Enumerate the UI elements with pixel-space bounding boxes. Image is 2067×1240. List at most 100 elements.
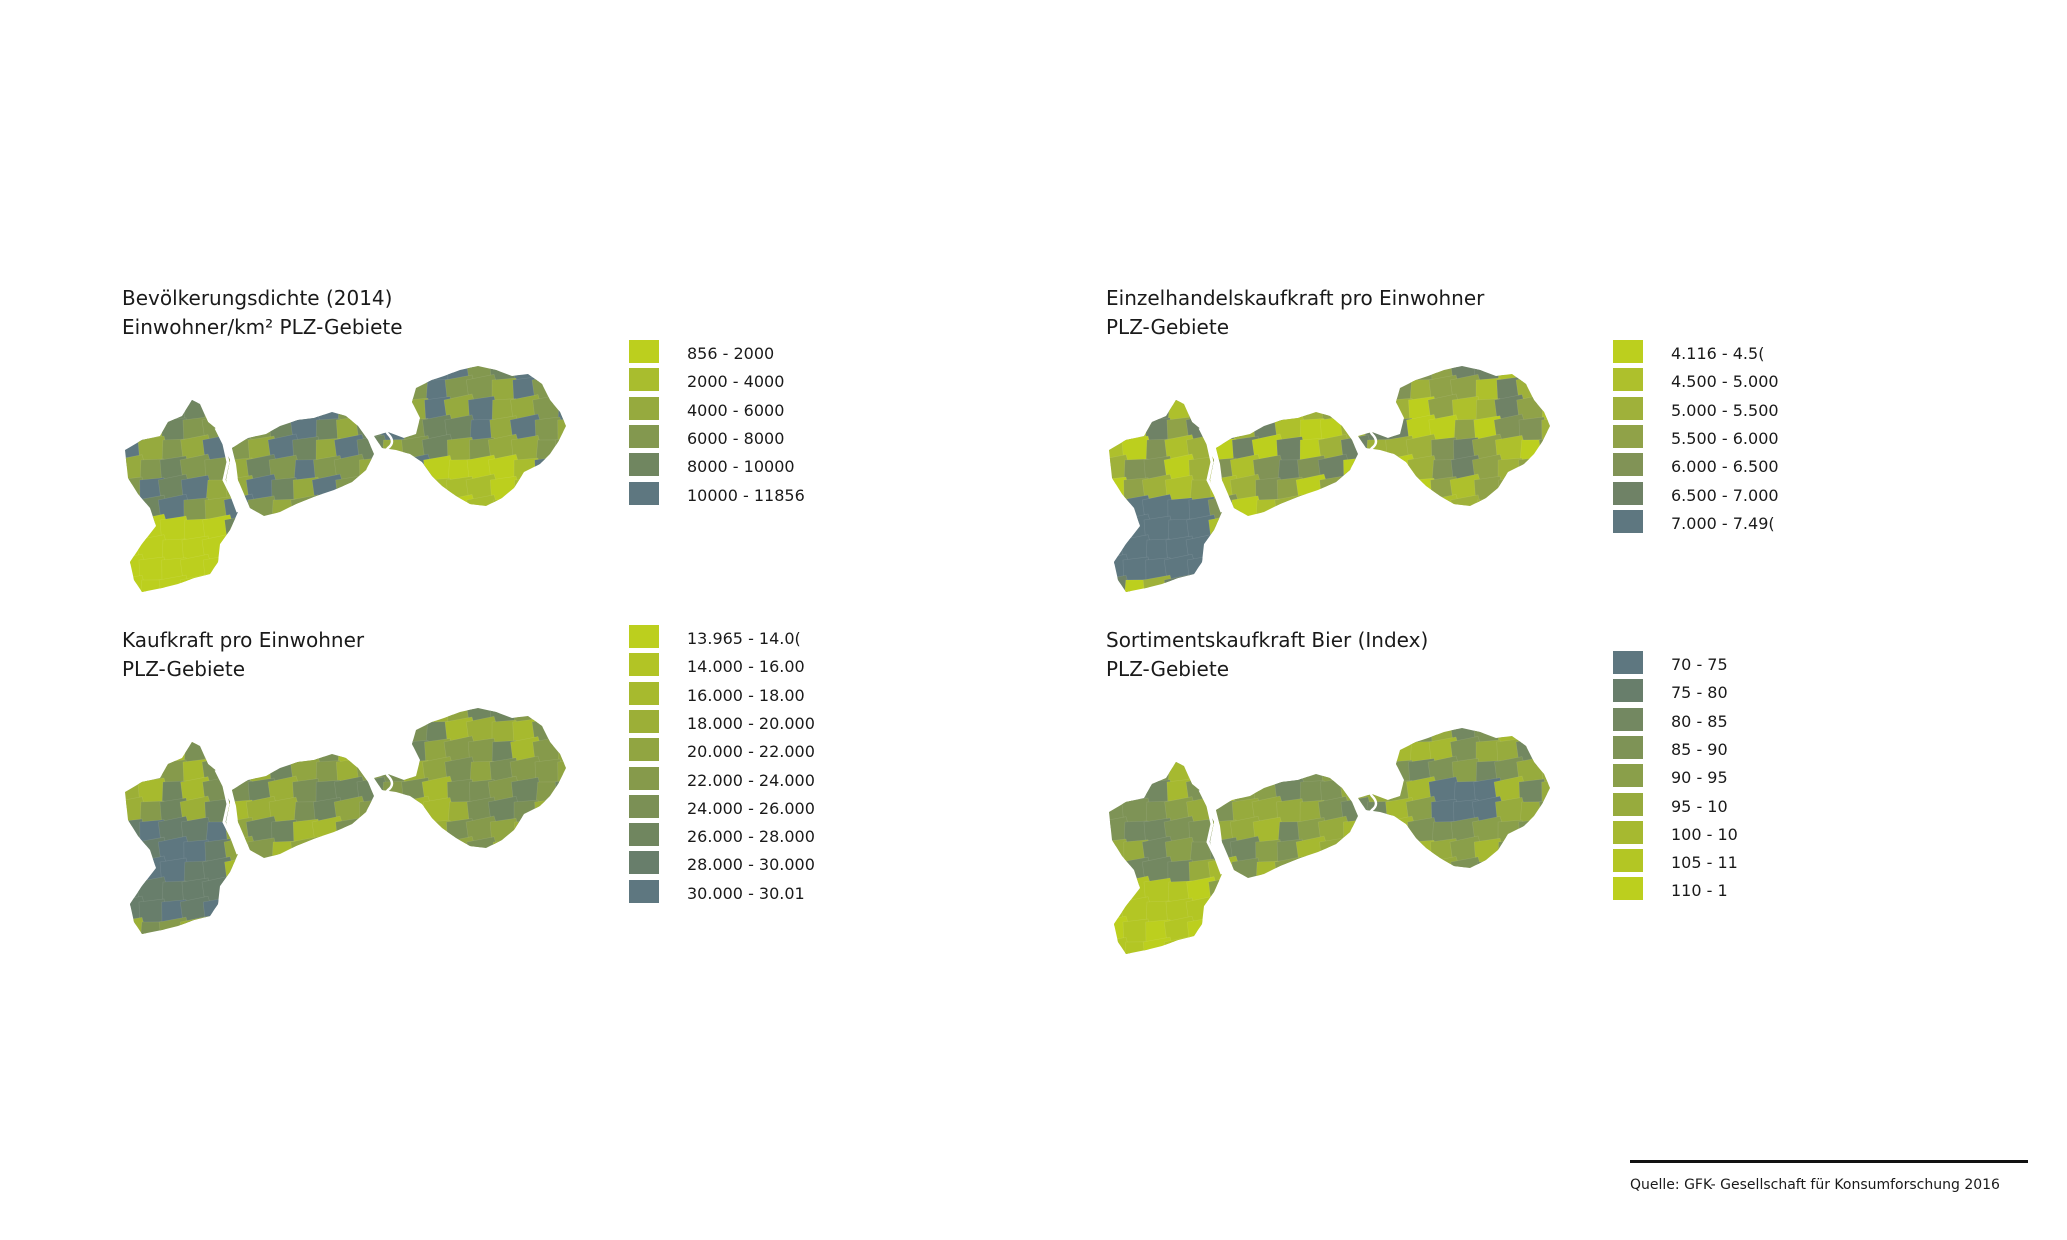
plz-area: [312, 494, 348, 528]
plz-area: [125, 366, 149, 387]
river-border: [1368, 781, 1378, 824]
plz-area: [488, 534, 524, 568]
plz-area: [535, 879, 565, 907]
plz-area: [1365, 537, 1395, 565]
plz-area: [1321, 498, 1350, 524]
plz-area: [314, 556, 346, 586]
plz-area: [1408, 938, 1440, 954]
plz-area: [1163, 935, 1201, 954]
plz-area: [1189, 939, 1219, 954]
plz-area: [423, 857, 457, 889]
plz-area: [1254, 728, 1286, 748]
panel-4-title-line-1: Sortimentskaufkraft Bier (Index): [1106, 628, 1429, 652]
plz-area: [271, 721, 299, 745]
plz-area: [1343, 578, 1372, 592]
plz-area: [1142, 366, 1178, 388]
plz-area: [1384, 836, 1420, 870]
plz-area: [1452, 516, 1484, 546]
plz-area: [1123, 366, 1152, 384]
legend-label: 80 - 85: [1671, 711, 1728, 731]
plz-area: [1409, 498, 1438, 524]
plz-area: [1362, 836, 1398, 870]
plz-area: [1383, 573, 1421, 592]
plz-area: [1209, 366, 1243, 387]
legend-label: 4.500 - 5.000: [1671, 372, 1779, 392]
legend-item: 80 - 85: [1613, 707, 1743, 736]
plz-area: [556, 838, 566, 868]
plz-area: [1538, 474, 1550, 508]
plz-area: [553, 453, 566, 489]
panel-1-title-line-2: Einwohner/km² PLZ-Gebiete: [122, 315, 403, 339]
legend-swatch: [629, 424, 659, 448]
legend-swatch: [629, 766, 659, 790]
legend-item: 26.000 - 28.000: [629, 823, 815, 851]
legend-item: 7.000 - 7.49(: [1613, 509, 1775, 538]
plz-area: [205, 366, 234, 384]
legend-swatch: [629, 681, 659, 705]
legend-label: 14.000 - 16.00: [687, 657, 805, 677]
plz-area: [356, 514, 393, 549]
plz-area: [381, 559, 410, 584]
legend-label: 105 - 11: [1671, 853, 1738, 873]
plz-area: [1341, 495, 1375, 527]
legend-label: 4000 - 6000: [687, 400, 785, 420]
plz-area: [1109, 499, 1129, 523]
plz-area: [513, 920, 542, 934]
plz-area: [1453, 539, 1481, 563]
plz-area: [533, 575, 566, 592]
plz-area: [513, 478, 542, 504]
plz-area: [1361, 493, 1399, 529]
legend-label: 7.000 - 7.49(: [1671, 513, 1775, 533]
plz-area: [1409, 860, 1438, 886]
plz-area: [139, 366, 168, 384]
plz-area: [1321, 739, 1351, 767]
plz-area: [1277, 919, 1307, 947]
plz-area: [1211, 921, 1239, 945]
plz-area: [137, 375, 171, 407]
plz-area: [359, 376, 390, 406]
plz-area: [509, 855, 547, 891]
plz-area: [125, 720, 146, 746]
plz-area: [488, 876, 524, 910]
plz-area: [557, 417, 566, 445]
legend-swatch: [1613, 820, 1643, 844]
plz-area: [1163, 573, 1201, 592]
plz-area: [125, 858, 148, 888]
plz-area: [511, 837, 545, 869]
plz-area: [290, 494, 326, 528]
plz-area: [1497, 478, 1526, 504]
plz-area: [1343, 819, 1373, 847]
plz-area: [1207, 755, 1245, 791]
plz-area: [533, 917, 566, 934]
plz-area: [333, 553, 371, 589]
river-border: [1368, 419, 1378, 462]
plz-area: [402, 878, 434, 908]
plz-area: [1318, 366, 1354, 388]
plz-area: [1538, 554, 1550, 588]
plz-area: [1519, 439, 1547, 463]
plz-area: [1517, 877, 1550, 909]
legend-label: 6000 - 8000: [687, 428, 785, 448]
legend-label: 5.000 - 5.500: [1671, 400, 1779, 420]
plz-area: [1277, 940, 1306, 954]
legend-item: 4.500 - 5.000: [1613, 368, 1779, 396]
plz-area: [468, 556, 500, 586]
plz-area: [335, 475, 369, 507]
plz-area: [402, 536, 434, 566]
plz-area: [1387, 519, 1415, 543]
plz-area: [513, 578, 542, 592]
legend-item: 4.116 - 4.5(: [1613, 340, 1773, 368]
plz-area: [1296, 574, 1332, 592]
plz-area: [422, 896, 458, 930]
map-kaufkraft: [125, 708, 566, 934]
legend-swatch: [1613, 707, 1643, 731]
plz-area: [249, 518, 278, 544]
panel-4-title-line-2: PLZ-Gebiete: [1106, 657, 1230, 681]
plz-area: [293, 557, 323, 585]
plz-area: [1429, 535, 1463, 567]
plz-area: [1207, 373, 1245, 409]
plz-area: [1341, 857, 1375, 889]
plz-area: [225, 366, 259, 387]
plz-area: [1493, 875, 1531, 911]
legend-label: 20.000 - 22.000: [687, 742, 815, 762]
